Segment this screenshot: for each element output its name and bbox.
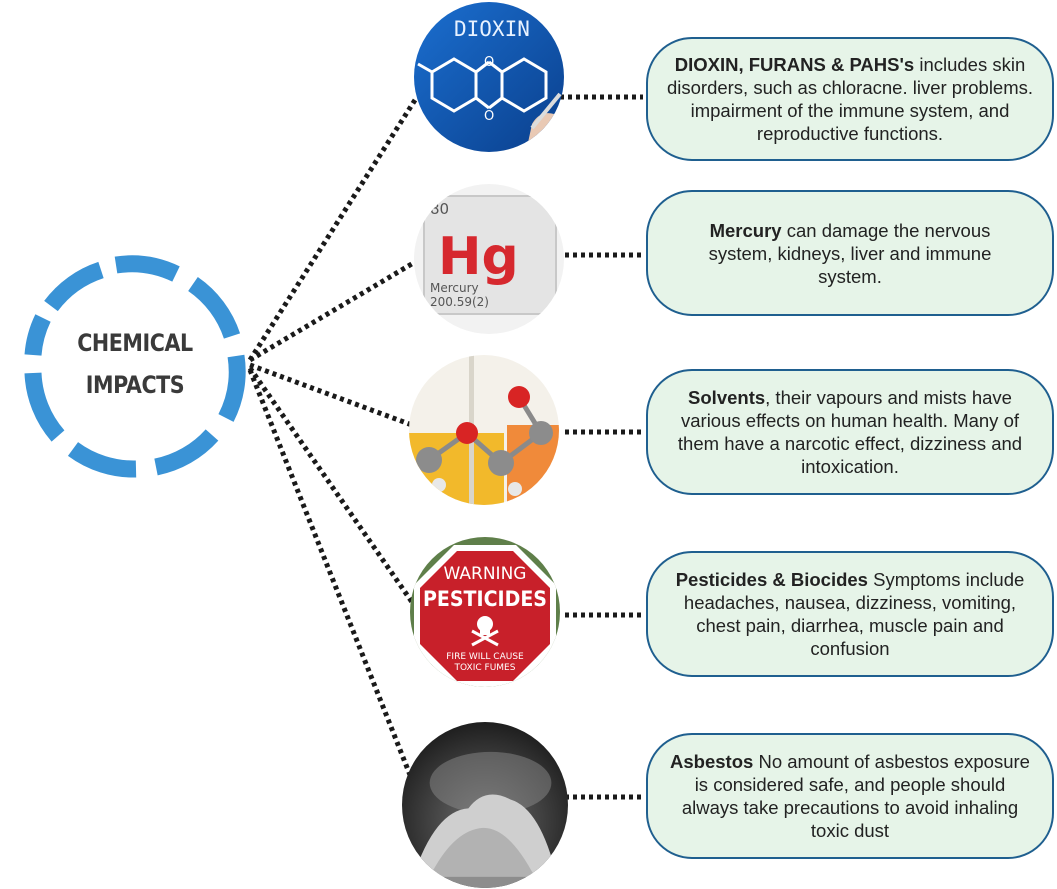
pesticides-image: WARNING PESTICIDES FIRE WILL CAUSE TOXIC… (410, 537, 560, 687)
connector-hub-dioxin (247, 98, 418, 362)
pesticides-image-line3: FIRE WILL CAUSE (446, 652, 524, 662)
card-pesticides-body: Symptoms include headaches, nausea, dizz… (683, 569, 1025, 659)
card-dioxin-title: DIOXIN, FURANS & PAHS's (674, 54, 915, 75)
asbestos-image (402, 722, 568, 888)
card-dioxin-text: DIOXIN, FURANS & PAHS's includes skin di… (664, 53, 1036, 145)
card-solvents-body: , their vapours and mists have various e… (677, 387, 1023, 477)
solvents-image (409, 355, 559, 505)
mercury-image-name: Mercury (430, 281, 479, 295)
pesticides-image-line4: TOXIC FUMES (454, 663, 516, 673)
pesticides-image-title: PESTICIDES (423, 587, 547, 611)
svg-text:O: O (484, 55, 494, 70)
connector-hub-mercury (248, 259, 417, 363)
card-mercury-body: can damage the nervous system, kidneys, … (708, 219, 992, 287)
hub-ring (24, 255, 246, 478)
card-pesticides-text: Pesticides & Biocides Symptoms include h… (664, 568, 1036, 660)
skull-crossbones-icon (471, 616, 499, 647)
card-asbestos-title: Asbestos (670, 751, 754, 772)
pesticides-image-warning: WARNING (444, 564, 527, 584)
card-solvents-text: Solvents, their vapours and mists have v… (664, 386, 1036, 478)
card-pesticides-title: Pesticides & Biocides (675, 569, 868, 590)
hub-title: CHEMICAL IMPACTS (33, 322, 238, 406)
hub-title-line2: IMPACTS (85, 371, 185, 399)
mercury-image: 80 Hg Mercury 200.59(2) (414, 184, 564, 334)
mercury-image-symbol: Hg (438, 227, 519, 287)
card-asbestos: Asbestos No amount of asbestos exposure … (646, 733, 1054, 859)
dioxin-image-label: DIOXIN (454, 17, 530, 41)
card-mercury-title: Mercury (709, 219, 782, 241)
card-solvents-title: Solvents (688, 387, 766, 408)
hub-title-line1: CHEMICAL (77, 329, 193, 357)
card-pesticides: Pesticides & Biocides Symptoms include h… (646, 551, 1054, 677)
card-asbestos-text: Asbestos No amount of asbestos exposure … (664, 750, 1036, 842)
connector-hub-solvents (249, 362, 413, 428)
card-dioxin-body: includes skin disorders, such as chlorac… (666, 54, 1034, 144)
card-dioxin: DIOXIN, FURANS & PAHS's includes skin di… (646, 37, 1054, 161)
connector-hub-pesticides (247, 366, 417, 607)
svg-text:O: O (484, 109, 494, 124)
card-asbestos-body: No amount of asbestos exposure is consid… (681, 751, 1030, 841)
mercury-image-mass: 200.59(2) (430, 295, 489, 309)
card-mercury-text: Mercury can damage the nervous system, k… (664, 219, 1036, 288)
card-mercury: Mercury can damage the nervous system, k… (646, 190, 1054, 316)
connector-hub-asbestos (247, 369, 413, 776)
card-solvents: Solvents, their vapours and mists have v… (646, 369, 1054, 495)
dioxin-image: DIOXIN O O (414, 2, 564, 152)
